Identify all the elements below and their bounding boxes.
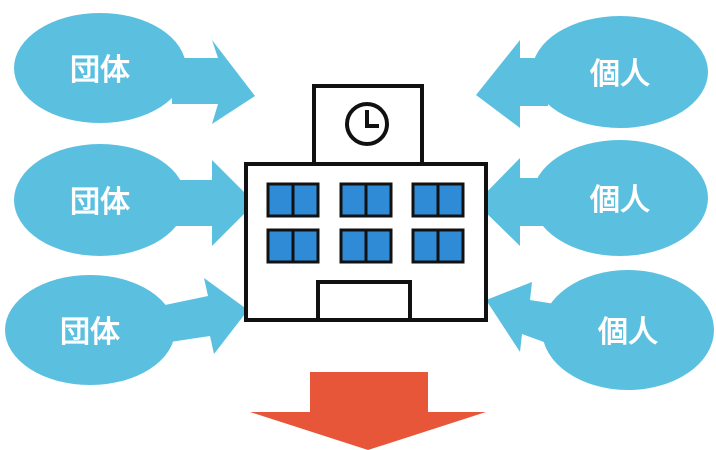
left-bubble-2: 団体 <box>14 144 255 256</box>
left-bubble-3: 団体 <box>5 275 248 385</box>
right-bubble-label: 個人 <box>597 315 658 350</box>
left-bubble-label: 団体 <box>60 315 121 350</box>
left-bubble-1: 団体 <box>14 13 255 124</box>
left-bubble-label: 団体 <box>70 53 131 88</box>
right-bubble-3: 個人 <box>486 270 714 390</box>
right-bubble-2: 個人 <box>476 140 708 256</box>
right-bubble-label: 個人 <box>589 183 650 218</box>
right-bubble-label: 個人 <box>589 57 650 92</box>
right-bubble-1: 個人 <box>476 16 708 128</box>
down-arrow-icon <box>250 372 486 450</box>
clock-icon <box>345 102 389 146</box>
window-grid <box>266 182 465 264</box>
left-bubble-label: 団体 <box>70 185 131 220</box>
